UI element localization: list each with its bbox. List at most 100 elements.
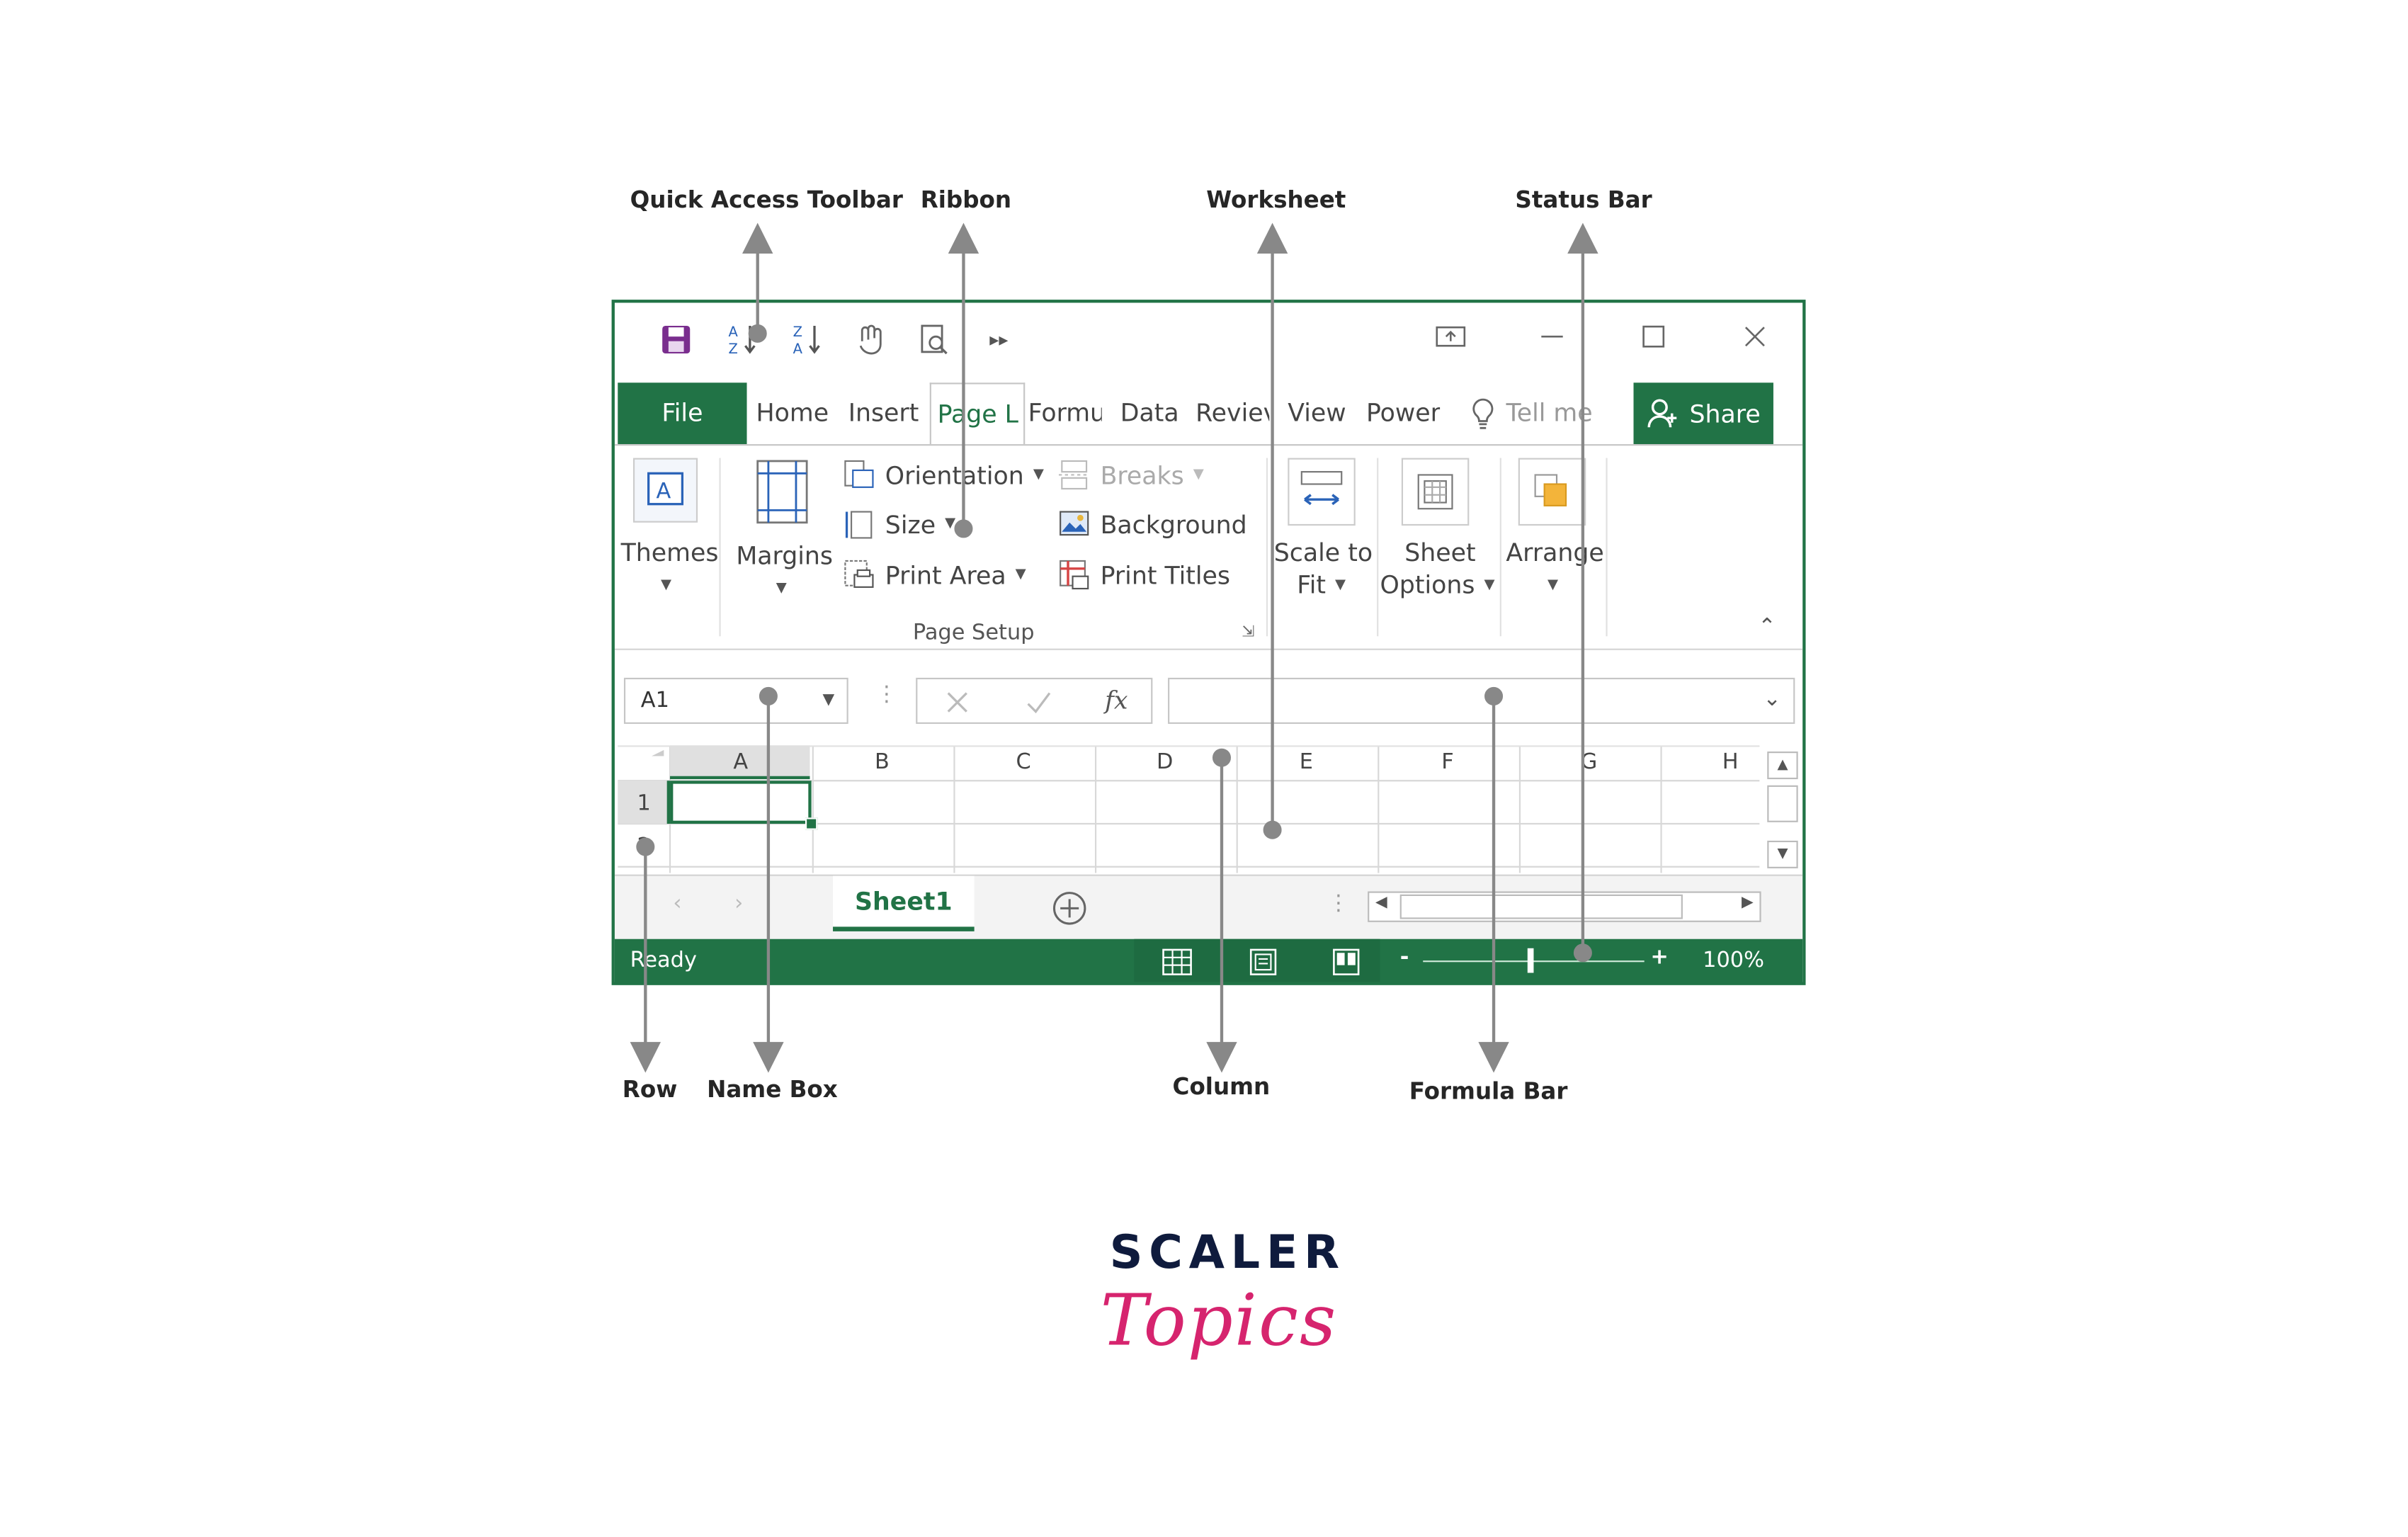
column-header-d[interactable]: D (1157, 749, 1174, 775)
horizontal-scrollbar[interactable]: ◀ ▶ (1368, 891, 1761, 922)
column-header-a[interactable]: A (733, 749, 749, 775)
cancel-icon[interactable] (945, 690, 970, 715)
tab-file[interactable]: File (618, 382, 747, 445)
arrange-label[interactable]: Arrange (1506, 538, 1604, 567)
print-area-icon (844, 560, 874, 588)
active-cell-a1[interactable] (670, 781, 812, 824)
enter-icon[interactable] (1025, 690, 1052, 715)
new-sheet-icon[interactable] (1051, 890, 1088, 926)
formula-buttons: fx (916, 677, 1153, 724)
ribbon-display-options-icon[interactable] (1420, 312, 1482, 361)
hscroll-thumb[interactable] (1399, 894, 1683, 919)
page-layout-view-icon[interactable] (1248, 948, 1278, 976)
column-header-e[interactable]: E (1299, 749, 1313, 775)
zoom-slider-thumb[interactable] (1527, 948, 1534, 973)
sheet-options-button[interactable]: Options▼ (1380, 570, 1494, 599)
print-titles-button[interactable]: Print Titles (1057, 558, 1230, 592)
background-button[interactable]: Background (1057, 507, 1247, 541)
scroll-down-icon[interactable]: ▼ (1767, 840, 1798, 868)
scroll-thumb[interactable] (1767, 785, 1798, 822)
svg-text:Z: Z (728, 341, 737, 357)
fill-handle[interactable] (805, 817, 818, 830)
tab-data[interactable]: Data (1120, 397, 1179, 428)
tab-split-grip-icon[interactable]: ⋮ (1327, 891, 1350, 917)
column-header-f[interactable]: F (1441, 749, 1454, 775)
tell-me-box[interactable]: Tell me (1506, 397, 1593, 428)
tab-view[interactable]: View (1288, 397, 1346, 428)
breaks-label: Breaks (1100, 460, 1184, 490)
themes-label[interactable]: Themes (620, 538, 719, 567)
vertical-scrollbar[interactable]: ▲ ▼ (1767, 752, 1798, 875)
normal-view-icon[interactable] (1162, 948, 1192, 976)
label-quick-access-toolbar: Quick Access Toolbar (630, 186, 903, 214)
sheet-scroll-left-icon[interactable]: ‹ (673, 891, 682, 917)
tab-review[interactable]: Reviev (1196, 397, 1269, 428)
scroll-up-icon[interactable]: ▲ (1767, 752, 1798, 780)
sheet-options-icon[interactable] (1401, 458, 1470, 526)
tab-page-layout[interactable]: Page L (929, 382, 1026, 448)
lightbulb-icon (1469, 382, 1503, 444)
scale-to-fit-icon[interactable] (1288, 458, 1356, 526)
label-ribbon: Ribbon (920, 186, 1012, 214)
themes-dropdown-icon[interactable]: ▼ (661, 577, 672, 594)
share-button[interactable]: Share (1633, 382, 1773, 445)
page-break-preview-icon[interactable] (1331, 948, 1361, 976)
background-label: Background (1100, 509, 1247, 539)
themes-icon[interactable]: A (632, 458, 698, 523)
column-header-c[interactable]: C (1016, 749, 1031, 775)
arrange-dropdown-icon[interactable]: ▼ (1547, 577, 1559, 594)
hscroll-right-icon[interactable]: ▶ (1742, 894, 1754, 912)
expand-formula-bar-icon[interactable]: ⌄ (1763, 686, 1781, 712)
margins-dropdown-icon[interactable]: ▼ (776, 581, 787, 596)
margins-icon[interactable] (753, 458, 814, 529)
size-label: Size (885, 509, 936, 539)
sheet-tab-sheet1[interactable]: Sheet1 (833, 875, 975, 931)
sheet-options-label-1[interactable]: Sheet (1404, 538, 1476, 567)
name-box-dropdown-icon[interactable]: ▼ (822, 691, 835, 709)
tab-insert[interactable]: Insert (848, 397, 919, 428)
size-button[interactable]: Size▼ (842, 507, 955, 541)
close-icon[interactable] (1725, 312, 1786, 361)
formula-bar-grip-icon[interactable]: ⋮ (875, 682, 898, 708)
column-header-h[interactable]: H (1722, 749, 1739, 775)
background-icon (1060, 511, 1089, 536)
name-box[interactable]: A1 ▼ (623, 677, 848, 724)
label-row: Row (622, 1075, 678, 1104)
hscroll-left-icon[interactable]: ◀ (1375, 894, 1387, 912)
column-header-g[interactable]: G (1580, 749, 1598, 775)
zoom-in-button[interactable]: + (1650, 945, 1669, 970)
arrange-icon[interactable] (1518, 458, 1586, 526)
maximize-icon[interactable] (1623, 312, 1684, 361)
ribbon-separator (1606, 458, 1608, 637)
breaks-button[interactable]: Breaks▼ (1057, 458, 1204, 492)
zoom-out-button[interactable]: - (1399, 945, 1409, 970)
insert-function-icon[interactable]: fx (1105, 685, 1128, 715)
print-area-button[interactable]: Print Area▼ (842, 558, 1026, 592)
touch-mode-icon[interactable] (848, 318, 892, 361)
zoom-slider[interactable] (1423, 960, 1645, 963)
orientation-dropdown-icon: ▼ (1033, 467, 1044, 483)
print-preview-icon[interactable] (913, 318, 956, 361)
print-titles-label: Print Titles (1100, 560, 1230, 590)
scale-to-fit-label-1[interactable]: Scale to (1273, 538, 1373, 567)
tab-home[interactable]: Home (756, 397, 829, 428)
sheet-scroll-right-icon[interactable]: › (734, 891, 744, 917)
scale-to-fit-button[interactable]: Fit▼ (1297, 570, 1346, 599)
collapse-ribbon-icon[interactable]: ⌃ (1758, 614, 1776, 640)
tab-formulas[interactable]: Formu (1028, 397, 1102, 428)
page-setup-group-label: Page Setup (912, 620, 1035, 646)
orientation-label: Orientation (885, 460, 1024, 490)
label-name-box: Name Box (707, 1075, 838, 1104)
zoom-level[interactable]: 100% (1703, 948, 1764, 973)
orientation-button[interactable]: Orientation ▼ (842, 458, 1044, 492)
row-header-1[interactable]: 1 (637, 791, 651, 817)
customize-qat-icon[interactable]: ▸▸ (989, 329, 1009, 351)
minimize-icon[interactable] (1521, 312, 1583, 361)
save-icon[interactable] (654, 318, 698, 361)
margins-label[interactable]: Margins (736, 540, 833, 570)
page-setup-launcher-icon[interactable]: ⇲ (1242, 623, 1255, 641)
tab-power[interactable]: Power (1365, 397, 1441, 428)
column-header-b[interactable]: B (875, 749, 890, 775)
